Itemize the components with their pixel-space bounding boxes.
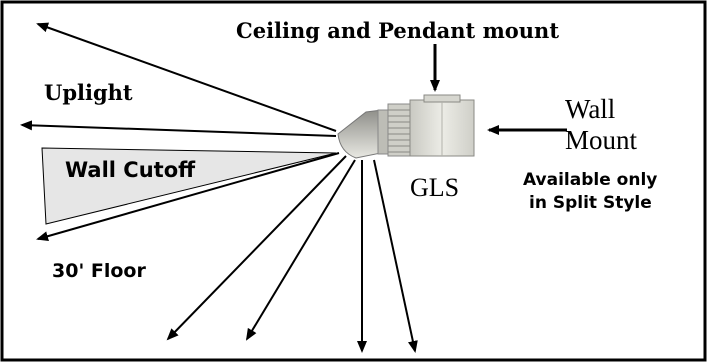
downlight-arrow-2 xyxy=(245,159,356,341)
downlight-arrow-4 xyxy=(373,159,418,353)
uplight-arrow-horizontal xyxy=(20,120,337,137)
split-note-line2: in Split Style xyxy=(529,192,652,213)
wall-cutoff-region xyxy=(41,147,337,225)
floor-arrow xyxy=(36,152,340,242)
split-note-line1: Available only xyxy=(523,170,658,190)
ceiling-pendant-mount-label: Ceiling and Pendant mount xyxy=(236,18,560,43)
fixture-label: GLS xyxy=(410,173,460,202)
floor-label: 30' Floor xyxy=(52,260,146,282)
split-style-note: Available only in Split Style xyxy=(523,169,657,215)
wall-mount-line1: Wall xyxy=(565,94,616,124)
downlight-arrow-1 xyxy=(166,155,347,341)
uplight-label: Uplight xyxy=(44,80,133,105)
light-fixture-icon xyxy=(337,94,475,159)
uplight-arrow-high xyxy=(36,22,337,132)
wall-mount-label: Wall Mount xyxy=(565,94,637,156)
wall-mount-line2: Mount xyxy=(565,125,638,156)
wall-cutoff-label: Wall Cutoff xyxy=(65,158,196,182)
